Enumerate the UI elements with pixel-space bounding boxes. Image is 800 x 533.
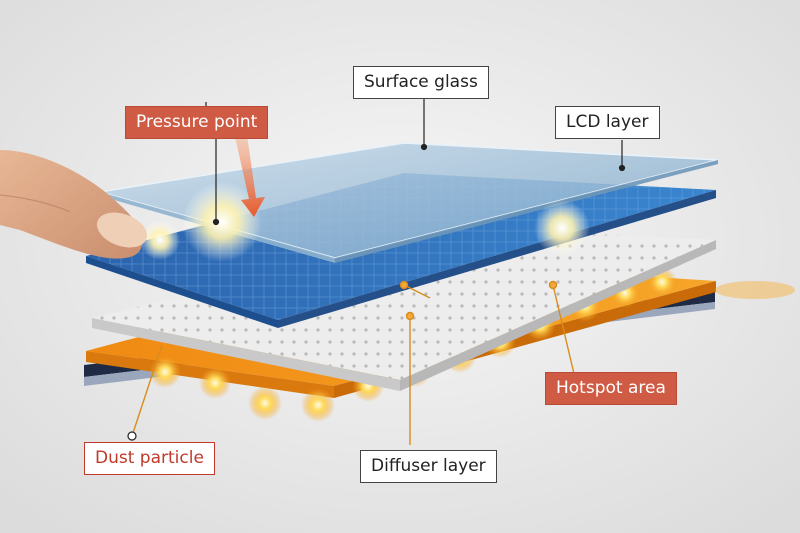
finger-icon bbox=[0, 150, 148, 259]
leader-lines bbox=[205, 98, 626, 226]
diffuser-layer-dot bbox=[405, 311, 415, 321]
orange-leader-lines bbox=[131, 280, 576, 445]
hotspot-dot bbox=[548, 280, 558, 290]
lcd-layer-label: LCD layer bbox=[555, 106, 660, 139]
dust-particle-dot bbox=[127, 431, 137, 441]
fingertip-glow bbox=[140, 220, 180, 260]
lcd-defect-dot bbox=[399, 280, 409, 290]
surface-glass-dot bbox=[420, 143, 428, 151]
diffuser-layer-shape bbox=[92, 228, 716, 391]
pressure-glow bbox=[182, 182, 262, 262]
hotspot-glow bbox=[534, 200, 590, 256]
edge-glow bbox=[715, 281, 795, 299]
dust-particle-leader bbox=[131, 344, 163, 437]
diffuser-layer-label: Diffuser layer bbox=[360, 450, 497, 483]
pressure-point-label: Pressure point bbox=[125, 106, 269, 139]
pressure-point-dot bbox=[212, 218, 220, 226]
pressure-arrow-icon bbox=[233, 128, 265, 217]
hotspot-leader bbox=[552, 284, 576, 379]
lcd-defect-leader bbox=[403, 284, 431, 299]
lcd-layer-dot bbox=[618, 164, 626, 172]
surface-glass-label: Surface glass bbox=[353, 66, 489, 99]
dust-particle-label: Dust particle bbox=[84, 442, 215, 475]
hotspot-area-label: Hotspot area bbox=[545, 372, 677, 405]
